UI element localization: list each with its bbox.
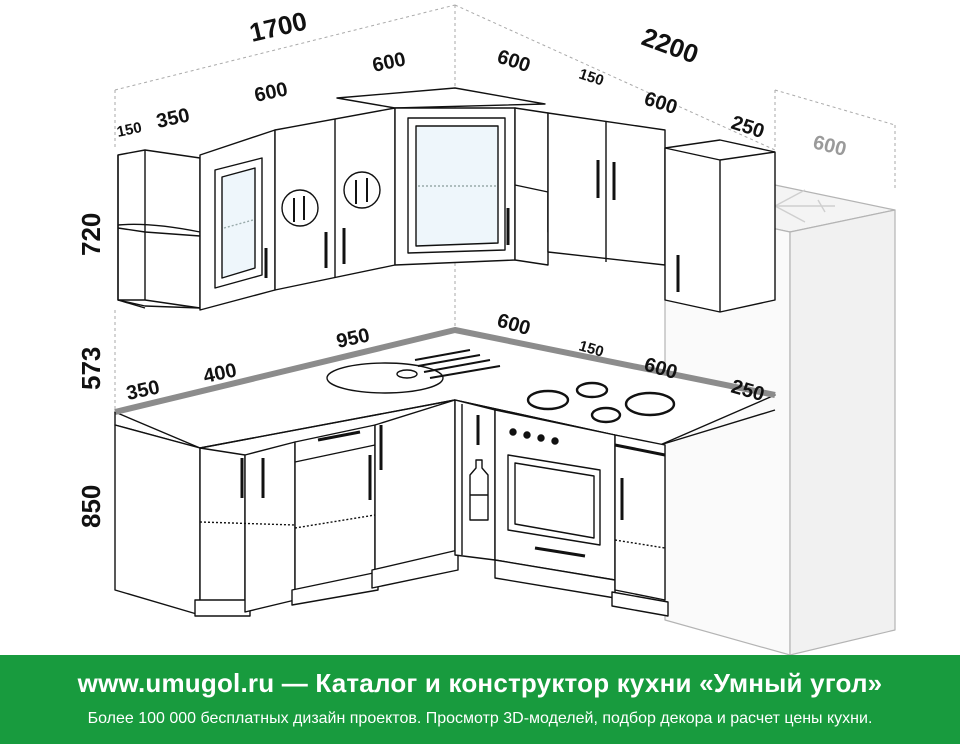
- fork-knife-icon: [293, 178, 368, 222]
- dim-upper-left-shelf: 350: [154, 104, 191, 132]
- dim-upper-right-cabinet: 600: [641, 88, 680, 119]
- sink: [326, 349, 501, 394]
- dim-height-middle: 573: [76, 347, 106, 390]
- fridge: [664, 184, 896, 655]
- base-drawer-unit: [291, 424, 379, 606]
- promo-banner: www.umugol.ru — Каталог и конструктор ку…: [0, 655, 960, 744]
- dim-upper-corner-left: 600: [370, 48, 407, 76]
- base-bottle-cabinet: [454, 399, 496, 561]
- dim-base-right-gap: 150: [577, 338, 606, 361]
- dim-height-upper: 720: [76, 213, 106, 256]
- dim-upper-left-end: 150: [115, 119, 143, 141]
- cooktop: [526, 381, 676, 424]
- base-corner-end: [114, 424, 251, 617]
- upper-open-shelf: [117, 149, 201, 309]
- base-sink-cabinet: [371, 399, 459, 589]
- dim-upper-corner-right: 600: [494, 46, 533, 77]
- banner-title[interactable]: www.umugol.ru — Каталог и конструктор ку…: [77, 668, 883, 698]
- dim-height-base: 850: [76, 485, 106, 528]
- upper-glass-cabinet-left: [199, 129, 276, 311]
- kitchen-diagram: 1700 2200 150 350 600 600 600 150 600 25…: [76, 4, 896, 655]
- dimension-labels: 1700 2200 150 350 600 600 600 150 600 25…: [76, 6, 848, 528]
- dim-upper-right-total: 2200: [638, 21, 703, 69]
- dim-upper-right-end: 250: [728, 112, 767, 143]
- upper-cabinet-right: [547, 112, 666, 266]
- dim-base-corner-right: 600: [495, 310, 533, 340]
- dim-upper-left-cabinet: 600: [252, 78, 289, 106]
- base-cabinet-right: [611, 434, 669, 617]
- oven-cabinet: [494, 409, 616, 599]
- upper-cabinet-above-fridge: [664, 139, 776, 313]
- dim-upper-right-gap: 150: [577, 66, 606, 90]
- banner-subtitle: Более 100 000 бесплатных дизайн проектов…: [87, 710, 873, 727]
- upper-corner-cabinet: [336, 87, 546, 266]
- dim-upper-left-total: 1700: [247, 6, 310, 48]
- dim-fridge-depth: 600: [811, 132, 849, 161]
